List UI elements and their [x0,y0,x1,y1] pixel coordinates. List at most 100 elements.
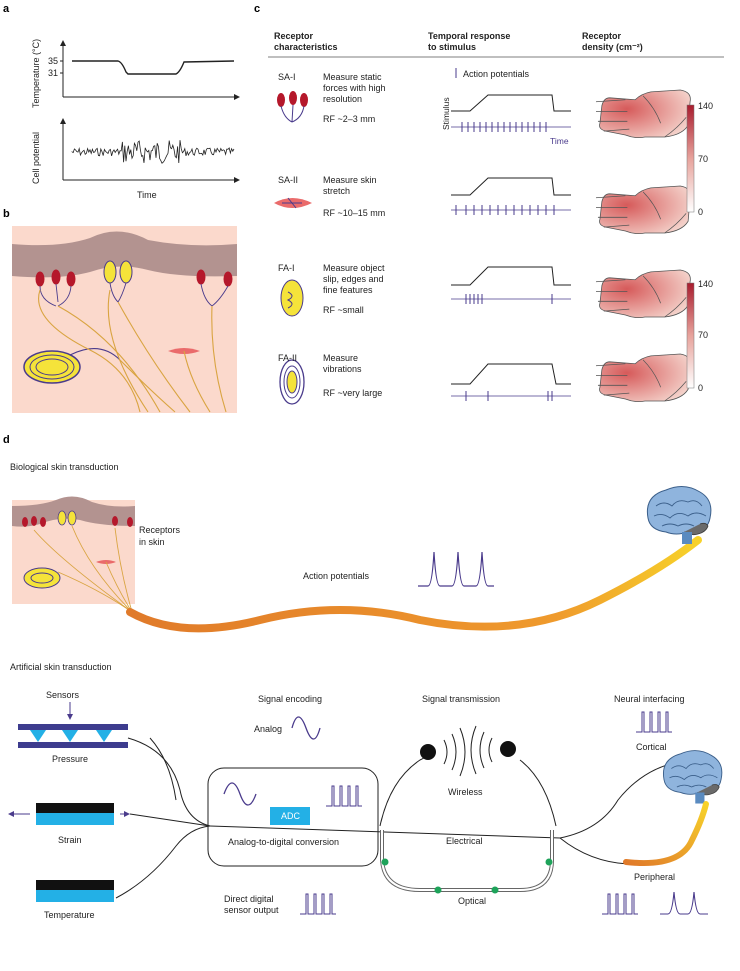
receptor-row-fa1: FA-I Measure object slip, edges and fine… [278,263,691,319]
signal-transmission-label: Signal transmission [422,694,500,704]
fa1-hand-density-map [595,269,691,319]
header-density-2: density (cm⁻²) [582,42,643,52]
fa2-spikes [465,391,553,401]
sa1-hand-density-map [595,89,691,139]
header-temporal-1: Temporal response [428,31,510,41]
direct-digital-label-1: Direct digital [224,894,274,904]
cbar2-tick-0: 0 [698,383,703,393]
optical-nodes [381,858,553,894]
density-colorbar-bottom: 140 70 0 [686,279,713,393]
artificial-brain-icon [662,750,723,804]
analog-label: Analog [254,724,282,734]
temperature-sensor-label: Temperature [44,910,95,920]
fa1-receptor-icon [280,279,304,317]
cell-potential-plot: Cell potential Time [31,118,240,200]
fa2-rf: RF ~very large [323,388,382,398]
temperature-trace-plot: 35 31 Temperature (°C) [31,39,240,108]
fa2-receptor-icon [279,359,305,405]
bio-skin-mini [12,496,135,613]
stimulus-axis-label: Stimulus [441,97,451,130]
sa1-receptor-icon [277,91,308,123]
pressure-label: Pressure [52,754,88,764]
fa1-spikes [465,294,553,304]
adc-analog-wave [223,782,257,806]
panel-c-headers: Receptor characteristics Temporal respon… [268,31,724,58]
receptors-in-skin-label-1: Receptors [139,525,181,535]
time-axis-label-c: Time [550,136,569,146]
cortical-pulses [636,711,672,733]
fa2-name: FA-II [278,353,297,363]
receptor-row-sa1: SA-I Measure static forces with high res… [277,68,691,146]
panel-b-label: b [3,208,10,220]
sa2-stimulus-trace [451,177,571,196]
cbar2-tick-140: 140 [698,279,713,289]
sa1-spikes [461,122,547,132]
tick-35: 35 [48,56,58,66]
sa2-hand-density-map [595,185,691,235]
cbar1-tick-140: 140 [698,101,713,111]
sa1-desc-1: Measure static [323,72,382,82]
direct-digital-pulses [300,893,336,915]
wireless-antenna-right [500,741,516,757]
neural-interfacing-label: Neural interfacing [614,694,685,704]
receptor-row-sa2: SA-II Measure skin stretch RF ~10–15 mm [274,175,691,235]
direct-digital-label-2: sensor output [224,905,279,915]
panel-d-label: d [3,434,10,446]
adc-chip [270,807,310,825]
wireless-label: Wireless [448,787,483,797]
cell-potential-trace [71,140,235,164]
receptors-in-skin-label-2: in skin [139,537,165,547]
temperature-axis-label: Temperature (°C) [31,39,41,108]
electrical-label: Electrical [446,836,483,846]
header-density-1: Receptor [582,31,622,41]
action-potential-legend: Action potentials [463,69,530,79]
action-potentials-label: Action potentials [303,571,370,581]
header-characteristics-1: Receptor [274,31,314,41]
sa2-spikes [455,205,555,215]
optical-label: Optical [458,896,486,906]
peripheral-digital-pulses [602,893,638,915]
sa2-desc-2: stretch [323,186,350,196]
fa1-desc-3: fine features [323,285,373,295]
peripheral-nerve [623,801,709,866]
sa2-desc-1: Measure skin [323,175,377,185]
peripheral-spike-trace [660,891,708,915]
fa2-hand-density-map [595,353,691,403]
adc-caption: Analog-to-digital conversion [228,837,339,847]
fa1-desc-2: slip, edges and [323,274,384,284]
bio-transduction-title: Biological skin transduction [10,462,119,472]
skin-cross-section [12,226,237,413]
fa1-rf: RF ~small [323,305,364,315]
art-transduction-title: Artificial skin transduction [10,662,112,672]
panel-a-label: a [3,3,10,15]
adc-digital-pulses [326,785,362,807]
signal-wires [115,737,701,899]
cell-potential-axis-label: Cell potential [31,132,41,184]
fa1-desc-1: Measure object [323,263,385,273]
wireless-antenna-left [420,744,436,760]
strain-label: Strain [58,835,82,845]
sa1-name: SA-I [278,72,296,82]
fa1-stimulus-trace [451,266,571,286]
pressure-sensor-icon [18,724,128,748]
wireless-waves [443,725,493,777]
header-temporal-2: to stimulus [428,42,476,52]
peripheral-label: Peripheral [634,872,675,882]
sensors-label: Sensors [46,690,80,700]
fa2-desc-2: vibrations [323,364,362,374]
strain-sensor-icon [8,803,130,825]
bio-spike-trace [418,551,494,587]
sa1-stimulus-trace [451,94,571,112]
adc-label: ADC [281,811,301,821]
cbar1-tick-0: 0 [698,207,703,217]
sa1-desc-3: resolution [323,94,362,104]
density-colorbar-top: 140 70 0 [686,101,713,217]
signal-encoding-label: Signal encoding [258,694,322,704]
adc-box [207,767,379,867]
sa2-name: SA-II [278,175,298,185]
tick-31: 31 [48,68,58,78]
bio-nerve-fiber [126,536,702,633]
sa2-rf: RF ~10–15 mm [323,208,385,218]
fa2-desc-1: Measure [323,353,358,363]
